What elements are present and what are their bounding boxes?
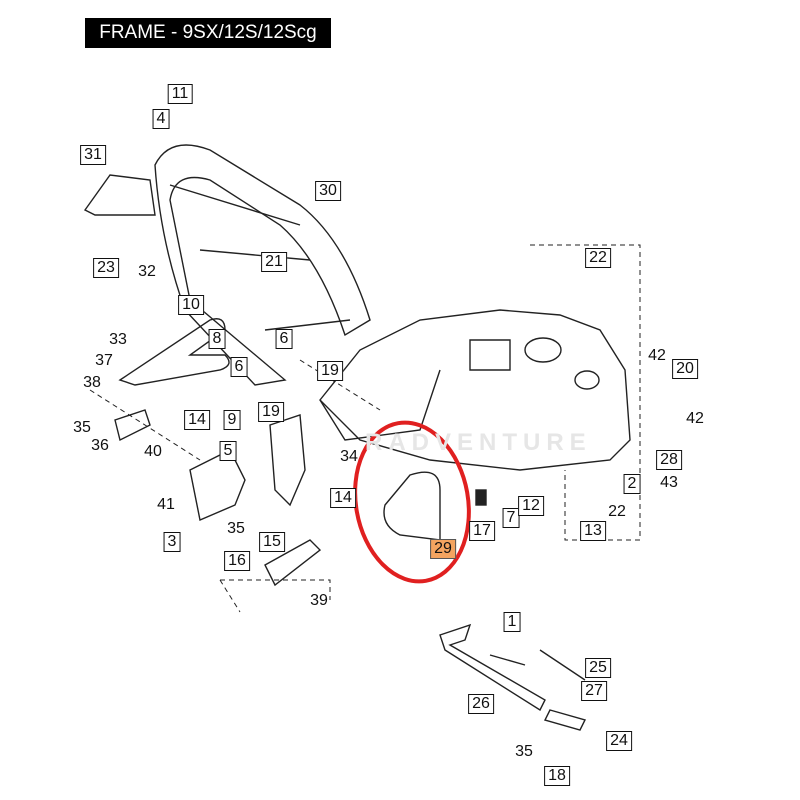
- part-callout: 17: [469, 521, 495, 541]
- part-callout: 10: [178, 295, 204, 315]
- part-callout: 43: [660, 474, 678, 491]
- part-callout: 42: [686, 410, 704, 427]
- part-callout: 5: [219, 441, 237, 461]
- part-callout: 20: [672, 359, 698, 379]
- part-callout: 35: [515, 743, 533, 760]
- part-callout: 12: [518, 496, 544, 516]
- part-callout: 27: [581, 681, 607, 701]
- part-callout: 33: [109, 331, 127, 348]
- main-frame: [319, 309, 631, 471]
- part-callout: 2: [623, 474, 641, 494]
- part-callout: 15: [259, 532, 285, 552]
- part-callout: 6: [275, 329, 293, 349]
- part-callout: 16: [224, 551, 250, 571]
- rear-subframe: [154, 144, 371, 386]
- highlight-circle: [353, 420, 471, 584]
- side-stand: [439, 623, 587, 731]
- part-callout: 35: [227, 520, 245, 537]
- part-callout-highlighted: 29: [430, 539, 456, 559]
- part-callout: 9: [223, 410, 241, 430]
- footpeg-bracket-right: [189, 414, 322, 587]
- part-callout: 24: [606, 731, 632, 751]
- seat-bracket: [83, 174, 156, 216]
- part-callout: 39: [310, 592, 328, 609]
- part-callout: 6: [230, 357, 248, 377]
- part-callout: 3: [163, 532, 181, 552]
- side-cover-29: [383, 471, 441, 541]
- part-callout: 37: [95, 352, 113, 369]
- part-callout: 8: [208, 329, 226, 349]
- part-callout: 36: [91, 437, 109, 454]
- part-callout: 19: [258, 402, 284, 422]
- part-callout: 4: [152, 109, 170, 129]
- footpeg-bracket-left: [114, 318, 230, 442]
- part-callout: 19: [317, 361, 343, 381]
- watermark: RADVENTURE: [365, 429, 592, 456]
- part-callout: 42: [648, 347, 666, 364]
- part-callout: 31: [80, 145, 106, 165]
- part-callout: 21: [261, 252, 287, 272]
- part-callout: 40: [144, 443, 162, 460]
- part-callout: 1: [503, 612, 521, 632]
- part-callout: 26: [468, 694, 494, 714]
- part-callout: 35: [73, 419, 91, 436]
- part-17-plate: [475, 489, 487, 506]
- part-callout: 14: [184, 410, 210, 430]
- part-callout: 18: [544, 766, 570, 786]
- part-callout: 11: [167, 84, 193, 104]
- part-callout: 22: [608, 503, 626, 520]
- diagram-title: FRAME - 9SX/12S/12Scg: [85, 18, 331, 48]
- part-callout: 30: [315, 181, 341, 201]
- part-callout: 7: [502, 508, 520, 528]
- part-callout: 41: [157, 496, 175, 513]
- part-callout: 25: [585, 658, 611, 678]
- part-callout: 23: [93, 258, 119, 278]
- part-callout: 14: [330, 488, 356, 508]
- part-callout: 38: [83, 374, 101, 391]
- part-callout: 13: [580, 521, 606, 541]
- part-callout: 32: [138, 263, 156, 280]
- part-callout: 28: [656, 450, 682, 470]
- part-callout: 22: [585, 248, 611, 268]
- part-callout: 34: [340, 448, 358, 465]
- leader-lines: [89, 244, 641, 613]
